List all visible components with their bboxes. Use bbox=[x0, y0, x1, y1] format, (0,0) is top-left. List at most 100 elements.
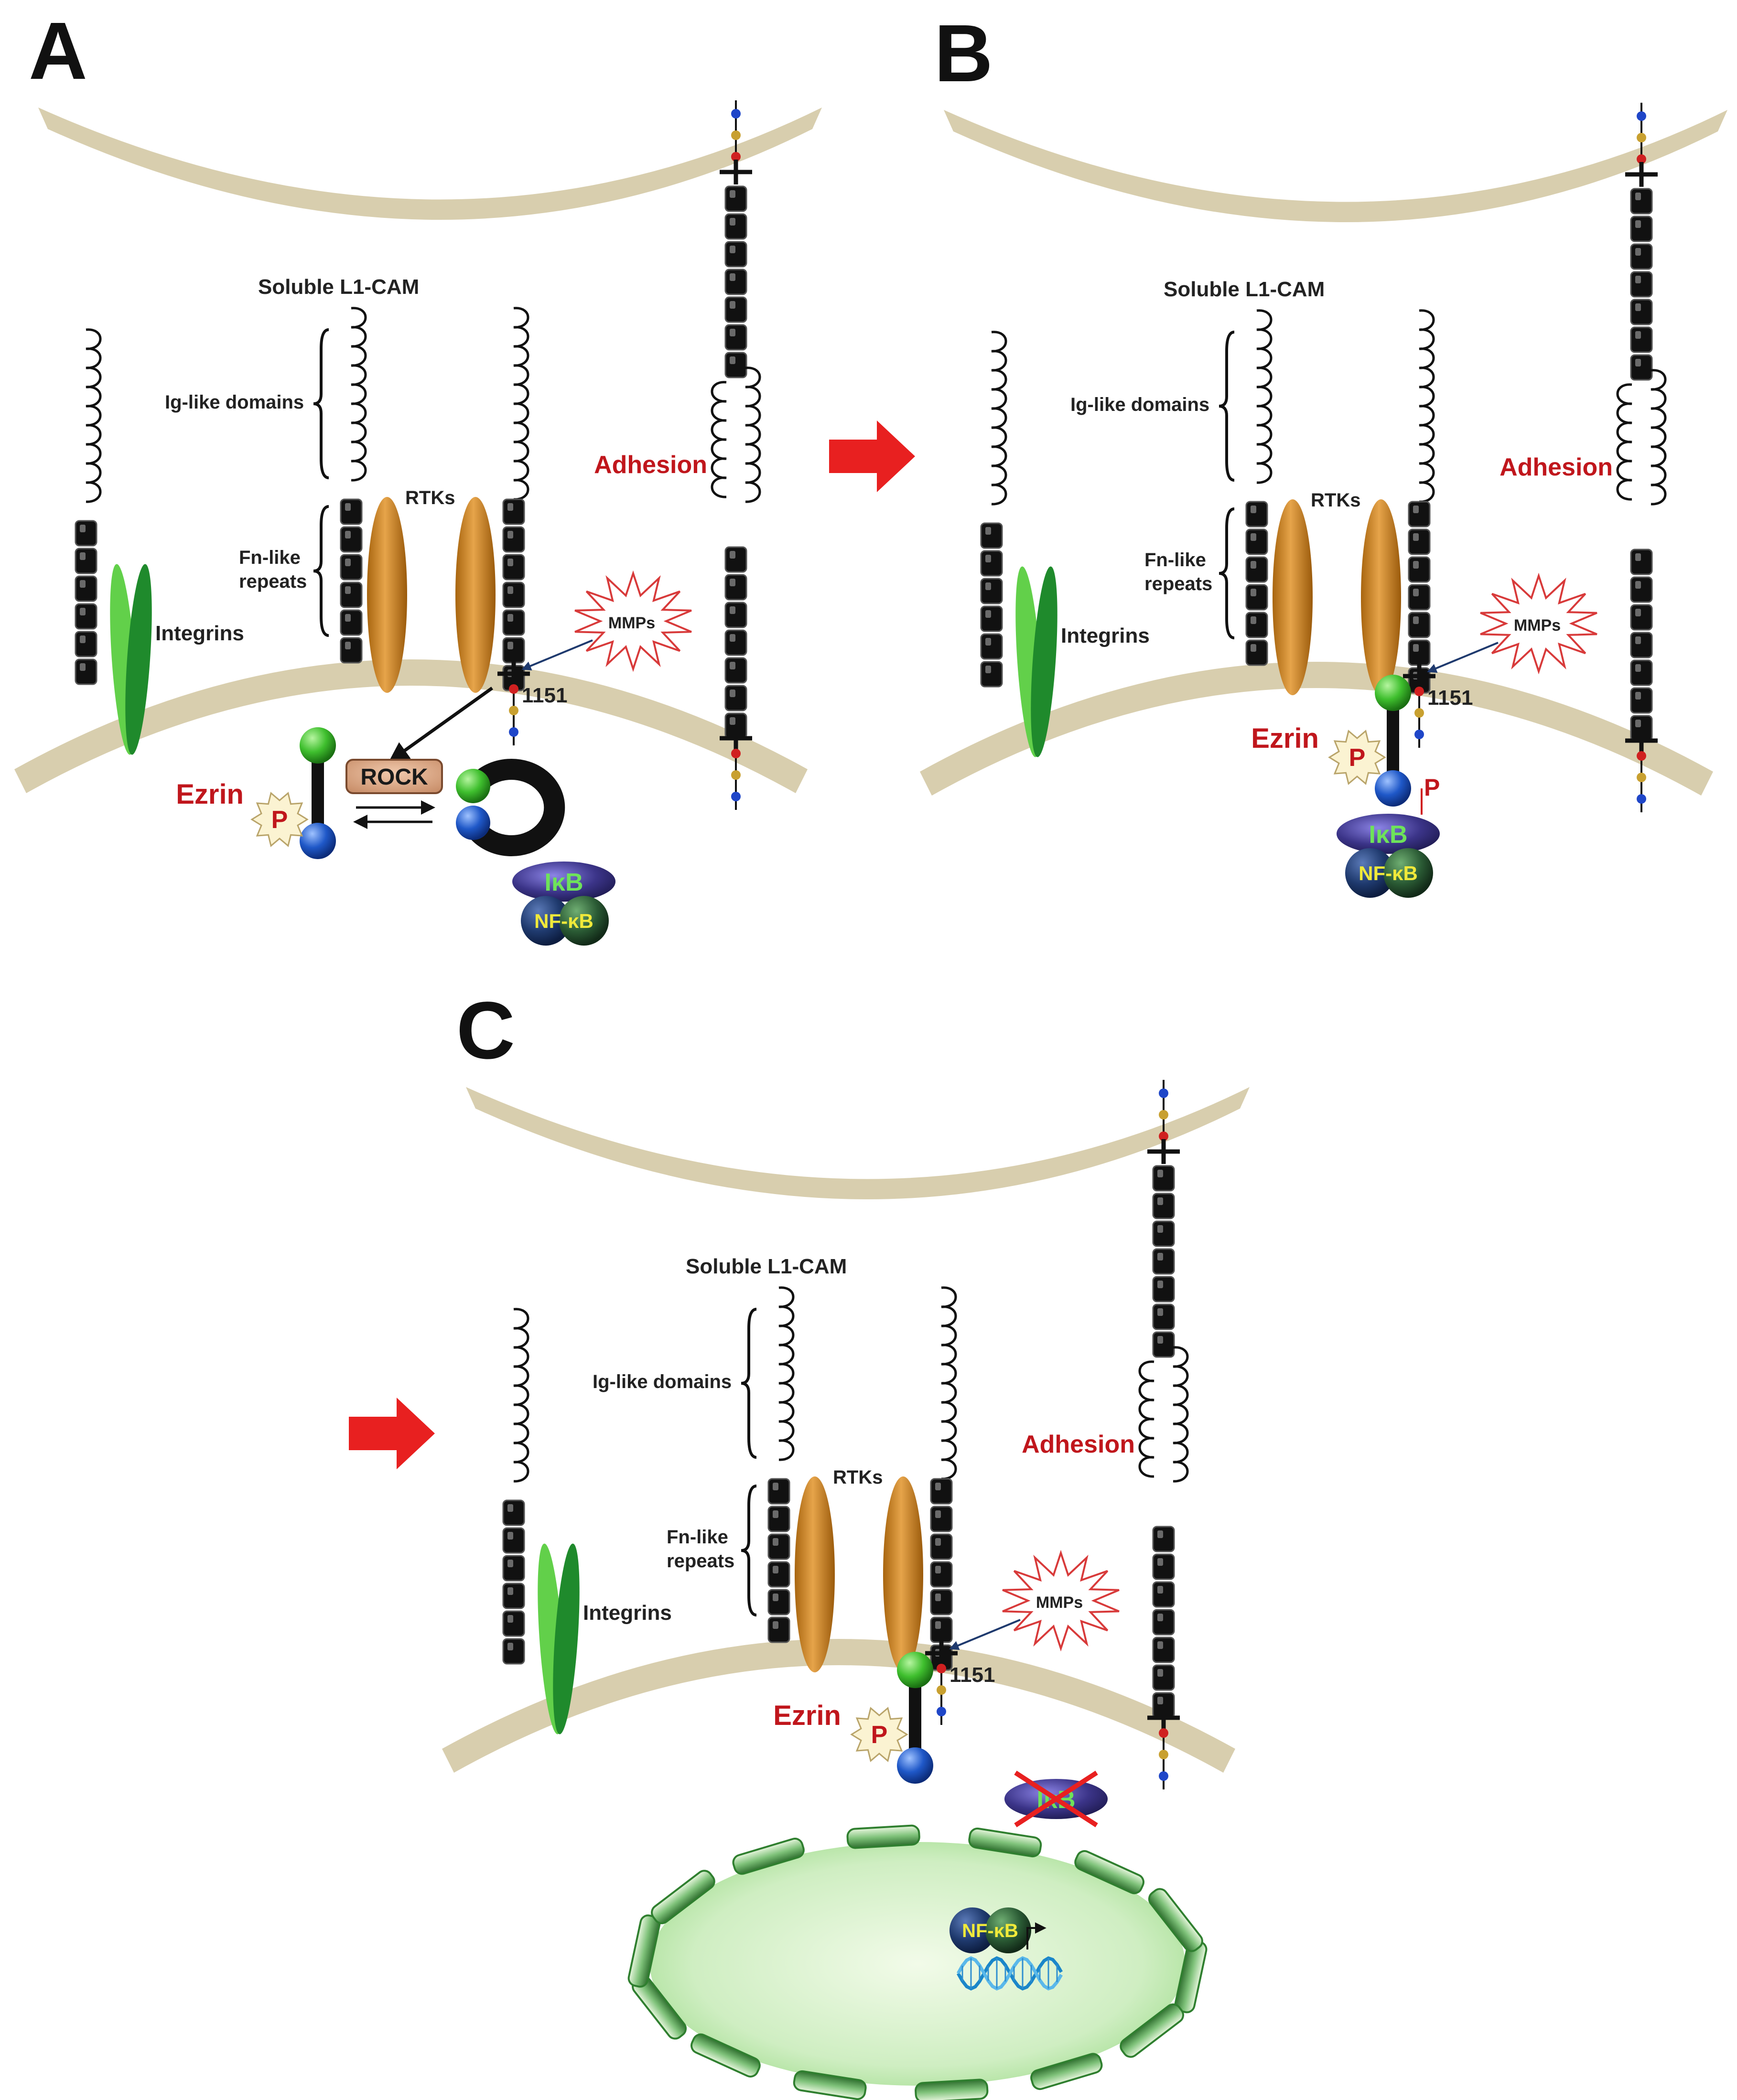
fn-repeat bbox=[767, 1506, 790, 1532]
tail-residue bbox=[1159, 1771, 1168, 1781]
nuclear-envelope-segment bbox=[1074, 1850, 1144, 1895]
fn-repeat bbox=[502, 1638, 525, 1665]
fn-repeat bbox=[75, 575, 97, 602]
fn-repeat-highlight bbox=[985, 638, 991, 646]
rtks-label: RTKs bbox=[405, 487, 455, 508]
nuclear-envelope-segment bbox=[690, 2033, 761, 2078]
phospho-star bbox=[1328, 730, 1386, 785]
rtks-label: RTKs bbox=[1311, 490, 1360, 511]
fn-repeat bbox=[1408, 501, 1431, 528]
fn-repeat-highlight bbox=[1157, 1281, 1163, 1288]
nuclear-envelope-segment bbox=[732, 1838, 805, 1875]
fn-repeat-highlight bbox=[1251, 506, 1256, 513]
fn-repeat bbox=[340, 609, 363, 636]
nfkb-label: NF-κB bbox=[534, 910, 593, 932]
tail-residue bbox=[1159, 1131, 1168, 1141]
fn-repeat bbox=[1630, 243, 1653, 270]
ezrin-label: Ezrin bbox=[773, 1700, 841, 1731]
fn-repeat bbox=[1245, 556, 1268, 583]
fn-repeat bbox=[340, 637, 363, 664]
fn-repeat-highlight bbox=[1635, 553, 1641, 561]
fn-repeat bbox=[930, 1478, 953, 1505]
ezrin-active-b bbox=[1375, 675, 1411, 807]
nuclear-envelope-segment bbox=[846, 1824, 920, 1849]
fn-repeat-highlight bbox=[345, 642, 351, 649]
fn-repeat-highlight bbox=[1251, 644, 1256, 652]
soluble-l1cam-ig-domains bbox=[1256, 309, 1273, 484]
fn-repeat-highlight bbox=[1157, 1225, 1163, 1233]
fn-repeat bbox=[75, 603, 97, 630]
fn-repeat-highlight bbox=[985, 582, 991, 590]
mmps-cleavage-arrow bbox=[949, 1619, 1021, 1650]
l1cam-tail-b bbox=[1414, 676, 1424, 748]
nfkb-subunit-p65 bbox=[949, 1907, 995, 1953]
membrane-upper-cell bbox=[38, 108, 822, 220]
fn-repeat bbox=[724, 324, 747, 351]
ezrin-active-c bbox=[897, 1652, 933, 1784]
fn-repeat bbox=[767, 1478, 790, 1505]
fn-repeat-highlight bbox=[507, 1615, 513, 1623]
fn-repeat bbox=[767, 1561, 790, 1588]
nuclear-envelope-segment bbox=[915, 2078, 989, 2100]
fn-repeat bbox=[767, 1616, 790, 1643]
fn-repeat-highlight bbox=[1635, 248, 1641, 256]
fn-repeat-highlight bbox=[1251, 533, 1256, 541]
phospho-badge: P bbox=[850, 1707, 908, 1762]
fn-repeat-highlight bbox=[1635, 193, 1641, 200]
fn-repeat-highlight bbox=[1635, 581, 1641, 589]
membrane-upper-cell bbox=[466, 1087, 1250, 1199]
fn-repeat bbox=[1630, 271, 1653, 298]
fn-repeat bbox=[1630, 632, 1653, 658]
fn-repeat bbox=[1630, 549, 1653, 575]
fn-repeat-highlight bbox=[1635, 720, 1641, 727]
nfkb-label: NF-κB bbox=[962, 1920, 1018, 1941]
fn-repeat bbox=[724, 352, 747, 378]
ig-domains-label: Ig-like domains bbox=[593, 1371, 732, 1392]
fn-repeat bbox=[502, 526, 525, 553]
soluble-l1cam-ig-domains bbox=[351, 307, 367, 482]
fn-repeat-highlight bbox=[1635, 664, 1641, 672]
fn-repeat bbox=[502, 554, 525, 581]
rtk-activation-arrow bbox=[388, 687, 494, 762]
adhesion-label: Adhesion bbox=[1500, 453, 1613, 481]
fn-repeat bbox=[1630, 215, 1653, 242]
fn-repeat-highlight bbox=[730, 717, 735, 725]
fn-repeat bbox=[930, 1561, 953, 1588]
fn-repeat bbox=[980, 605, 1003, 632]
tail-residue bbox=[1637, 773, 1646, 782]
soluble-l1cam-label: Soluble L1-CAM bbox=[1164, 278, 1325, 301]
fn-repeat-highlight bbox=[80, 552, 86, 560]
l1cam-fn-repeats-center bbox=[930, 1478, 953, 1671]
fn-repeat bbox=[980, 633, 1003, 660]
fn-repeat bbox=[340, 526, 363, 553]
fn-repeat-highlight bbox=[345, 614, 351, 622]
fn-repeat-highlight bbox=[1635, 609, 1641, 616]
rtk-1 bbox=[795, 1476, 835, 1672]
fn-repeat-highlight bbox=[1157, 1253, 1163, 1260]
fn-repeat bbox=[930, 1533, 953, 1560]
fn-repeat bbox=[1630, 604, 1653, 631]
phospho-label: P bbox=[871, 1721, 888, 1749]
fn-repeat-highlight bbox=[1157, 1614, 1163, 1621]
ezrin-cterm-domain bbox=[456, 806, 490, 840]
fn-repeat-highlight bbox=[985, 555, 991, 562]
fn-repeat-highlight bbox=[345, 531, 351, 538]
tail-residue bbox=[937, 1664, 946, 1673]
fn-repeat-highlight bbox=[345, 559, 351, 566]
fn-repeat bbox=[502, 498, 525, 525]
integrins-label: Integrins bbox=[583, 1601, 672, 1625]
l1cam-fn-repeats-bottom bbox=[1630, 549, 1653, 742]
fn-repeat-highlight bbox=[507, 1587, 513, 1595]
fn-repeat bbox=[724, 685, 747, 711]
fn-repeat-highlight bbox=[730, 634, 735, 642]
tail-residue bbox=[937, 1707, 946, 1716]
fn-repeat-highlight bbox=[1635, 220, 1641, 228]
tail-residue bbox=[509, 706, 518, 715]
mmps-star bbox=[1480, 572, 1597, 675]
fn-repeat bbox=[502, 1583, 525, 1609]
ezrin-ferm-domain bbox=[300, 727, 336, 764]
fn-repeat-highlight bbox=[1157, 1308, 1163, 1316]
fn-repeat-highlight bbox=[1413, 533, 1419, 541]
ezrin-ferm-domain bbox=[897, 1652, 933, 1688]
